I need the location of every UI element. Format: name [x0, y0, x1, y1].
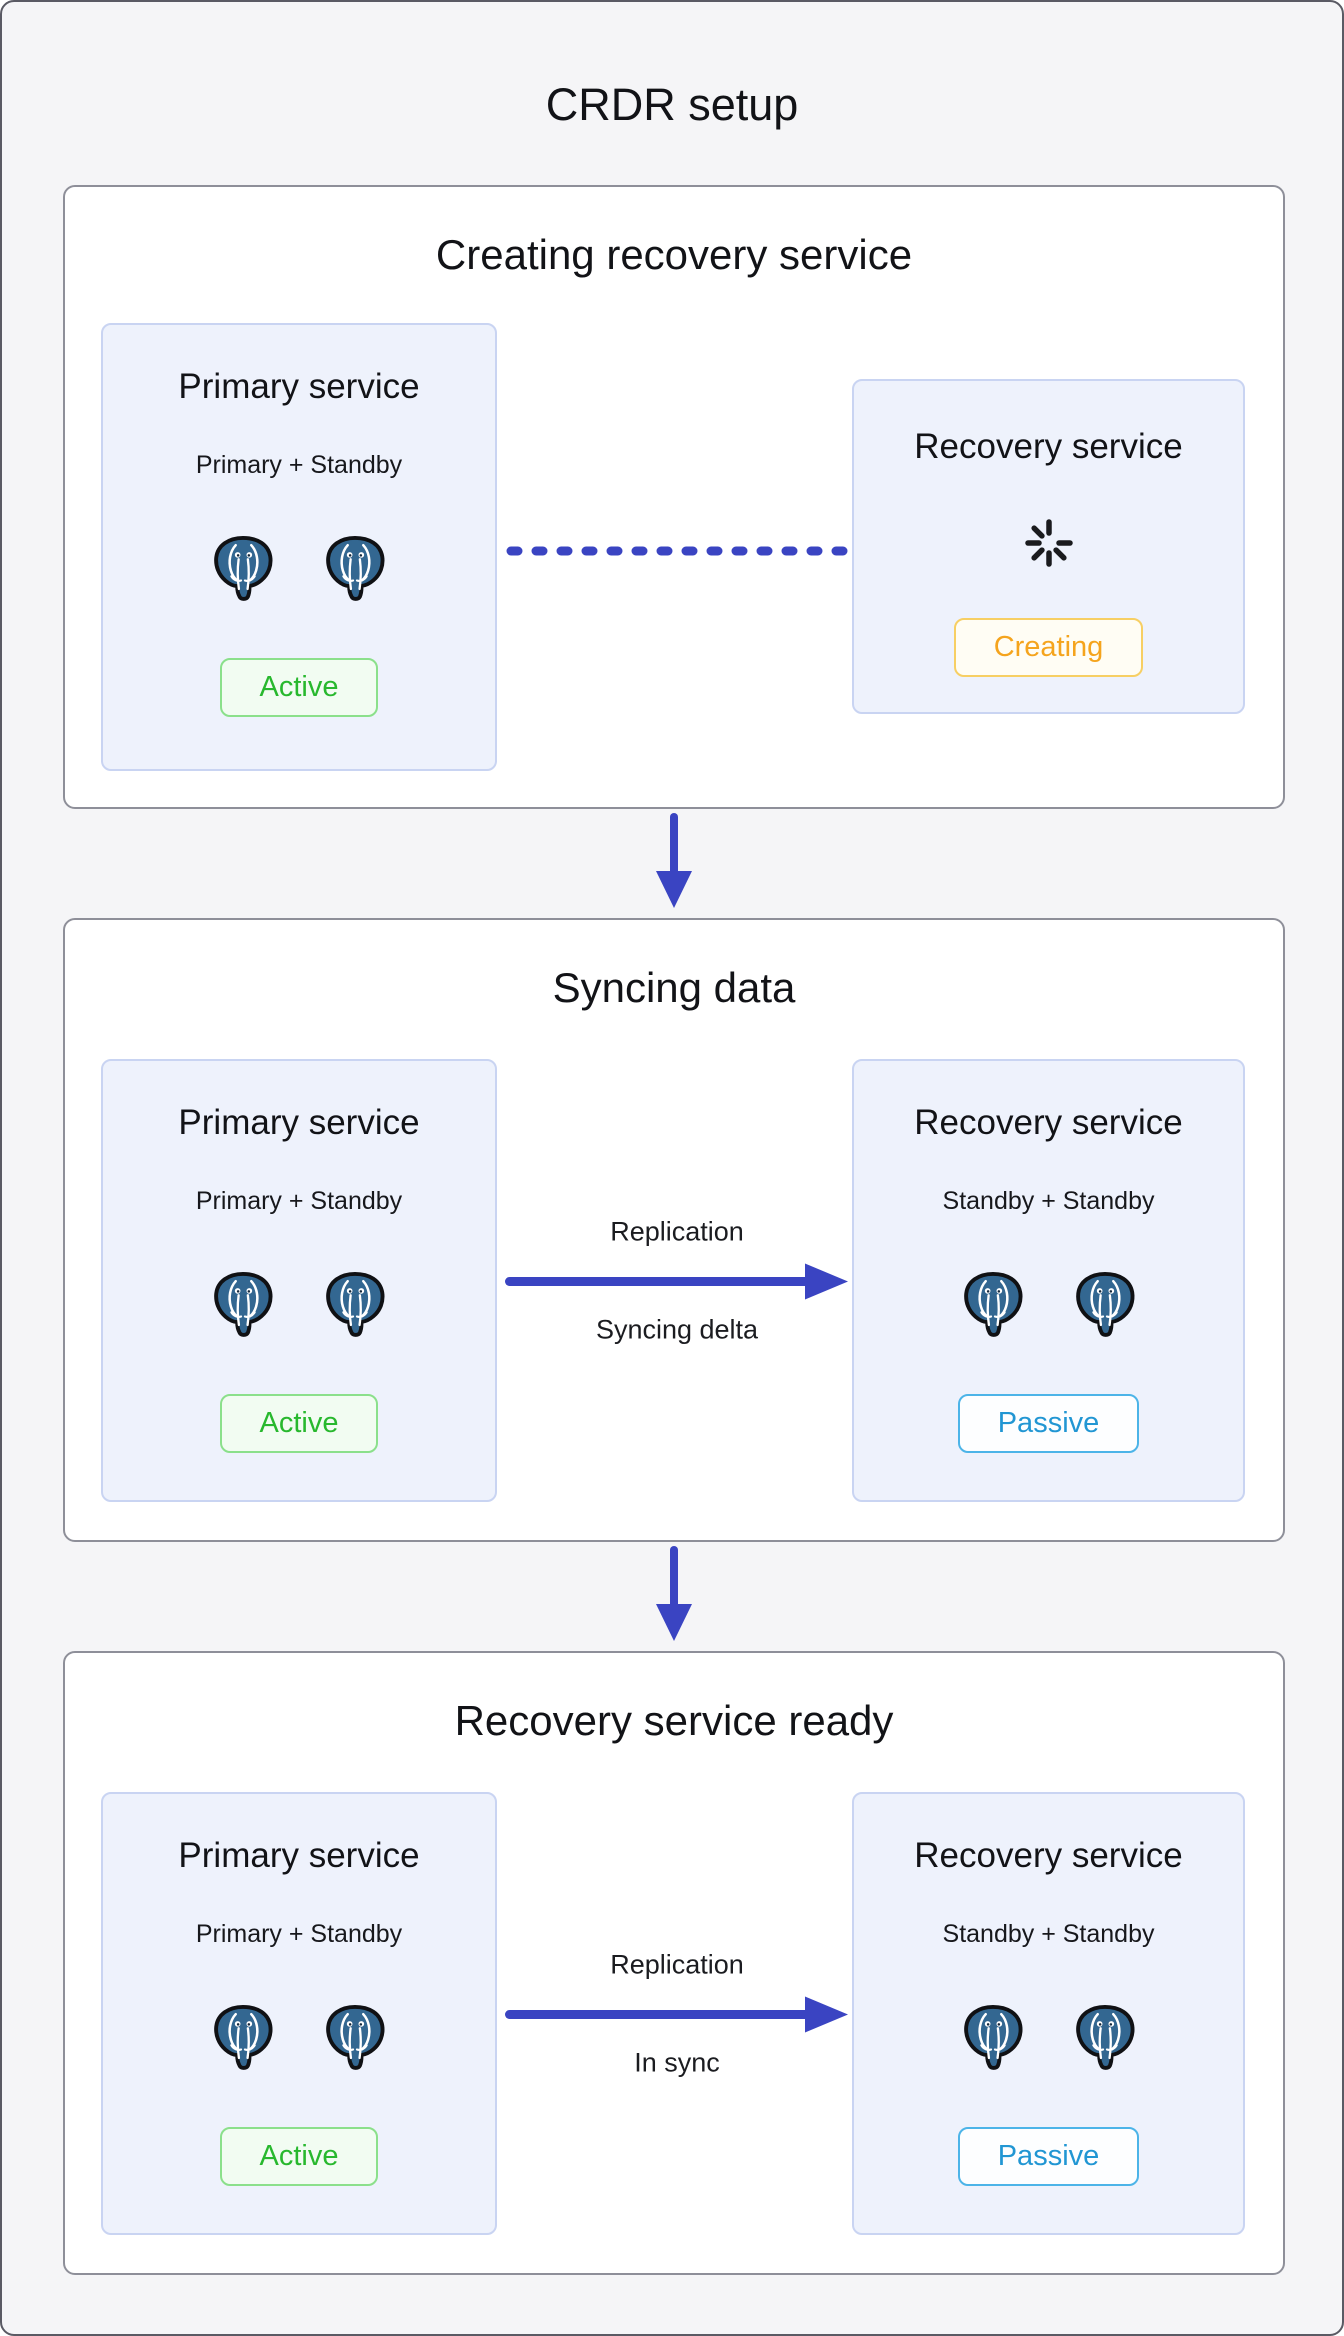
card-title: Recovery service — [914, 1836, 1183, 1875]
replication-arrow-icon — [505, 1996, 848, 2033]
card-title: Recovery service — [914, 427, 1183, 466]
primary-service-card: Primary service Primary + Standby Active — [101, 323, 497, 771]
stage-title: Creating recovery service — [435, 231, 913, 278]
postgresql-elephant-icon — [963, 2004, 1022, 2070]
postgresql-elephant-icon — [214, 1271, 273, 1337]
status-badge-active: Active — [219, 658, 379, 717]
postgresql-elephant-icon — [214, 2004, 273, 2070]
recovery-service-card: Recovery service Standby + Standby Passi… — [852, 1059, 1245, 1502]
status-badge-passive: Passive — [957, 1394, 1140, 1453]
postgresql-elephant-icon — [1075, 1271, 1134, 1337]
card-title: Recovery service — [914, 1103, 1183, 1142]
postgresql-elephant-icon — [214, 535, 273, 601]
postgresql-elephant-icon — [326, 535, 385, 601]
sync-state-label: In sync — [634, 2047, 720, 2078]
primary-service-card: Primary service Primary + Standby Active — [101, 1792, 497, 2235]
instance-icons-row — [208, 2001, 390, 2075]
card-subtitle: Primary + Standby — [195, 1920, 403, 1948]
instance-icons-row — [208, 532, 390, 606]
card-subtitle: Primary + Standby — [195, 451, 403, 479]
postgresql-elephant-icon — [1075, 2004, 1134, 2070]
sync-state-label: Syncing delta — [595, 1314, 759, 1345]
status-badge-active: Active — [219, 1394, 379, 1453]
instance-icons-row — [208, 1268, 390, 1342]
postgresql-elephant-icon — [963, 1271, 1022, 1337]
stage-title: Recovery service ready — [454, 1697, 894, 1744]
stage-panel-recovery-service-ready: Recovery service ready Primary service P… — [63, 1651, 1285, 2275]
card-subtitle: Standby + Standby — [942, 1187, 1155, 1215]
stage-flow-down-arrow — [654, 813, 694, 909]
postgresql-elephant-icon — [326, 1271, 385, 1337]
replication-connector: Replication In sync — [505, 1950, 849, 2079]
replication-label: Replication — [610, 1216, 744, 1247]
stage-flow-down-arrow — [654, 1546, 694, 1642]
card-subtitle: Standby + Standby — [942, 1920, 1155, 1948]
loading-spinner-icon — [1021, 515, 1077, 576]
card-subtitle: Primary + Standby — [195, 1187, 403, 1215]
recovery-service-card: Recovery service Creating — [852, 379, 1245, 714]
postgresql-elephant-icon — [326, 2004, 385, 2070]
replication-connector: Replication Syncing delta — [505, 1217, 849, 1346]
stage-title: Syncing data — [552, 964, 796, 1011]
status-badge-creating: Creating — [953, 618, 1144, 677]
stage-panel-syncing-data: Syncing data Primary service Primary + S… — [63, 918, 1285, 1542]
instance-icons-row — [958, 2001, 1140, 2075]
card-title: Primary service — [178, 1836, 420, 1875]
primary-service-card: Primary service Primary + Standby Active — [101, 1059, 497, 1502]
status-badge-passive: Passive — [957, 2127, 1140, 2186]
card-title: Primary service — [178, 367, 420, 406]
replication-label: Replication — [610, 1949, 744, 1980]
page-title: CRDR setup — [545, 79, 799, 130]
recovery-service-card: Recovery service Standby + Standby Passi… — [852, 1792, 1245, 2235]
card-title: Primary service — [178, 1103, 420, 1142]
instance-icons-row — [958, 1268, 1140, 1342]
replication-arrow-icon — [505, 1263, 848, 1300]
pending-replication-connector — [505, 543, 849, 556]
status-badge-active: Active — [219, 2127, 379, 2186]
stage-panel-creating-recovery-service: Creating recovery service Primary servic… — [63, 185, 1285, 809]
